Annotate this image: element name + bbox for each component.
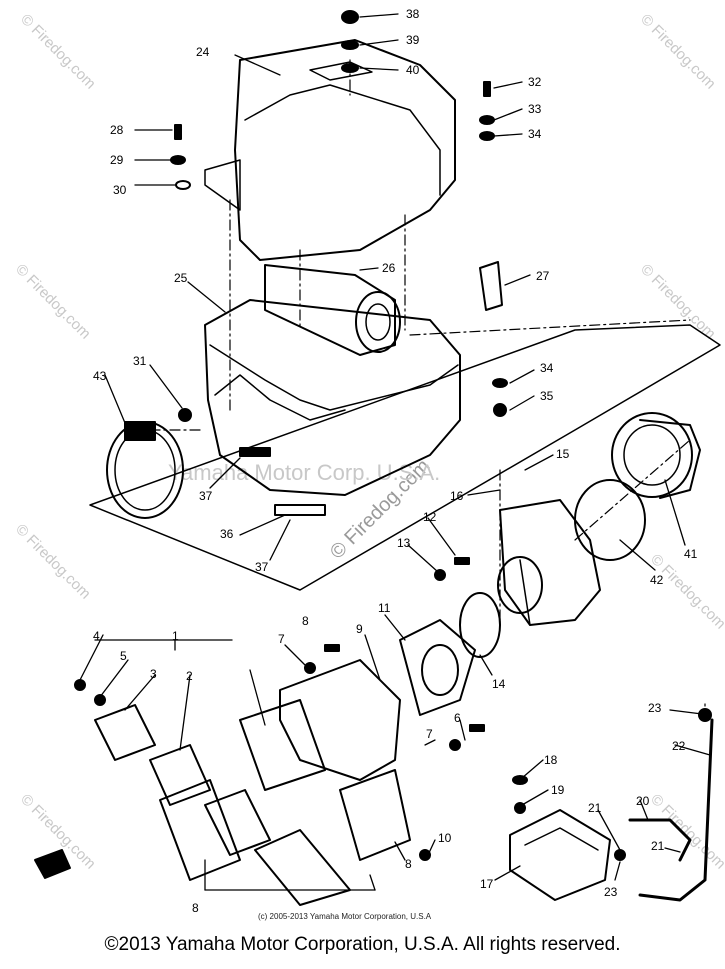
reed-3 xyxy=(94,704,156,761)
silencer-cover xyxy=(234,39,456,261)
callout-37b: 37 xyxy=(255,560,269,574)
fuel-hose-22 xyxy=(638,718,714,902)
callout-25: 25 xyxy=(174,271,188,285)
fuel-hose-20 xyxy=(628,818,692,862)
watermark: © Firedog.com xyxy=(12,521,94,603)
callout-42: 42 xyxy=(650,573,664,587)
gasket-8-lower-left xyxy=(159,779,241,881)
mounting-plane-outline xyxy=(89,324,721,591)
callout-23b: 23 xyxy=(604,885,618,899)
callout-18: 18 xyxy=(544,753,558,767)
callout-29: 29 xyxy=(110,153,124,167)
callout-21: 21 xyxy=(588,801,602,815)
callout-12: 12 xyxy=(423,510,437,524)
callout-15: 15 xyxy=(556,447,570,461)
joint-11 xyxy=(399,619,476,716)
watermark: © Firedog.com xyxy=(637,11,719,93)
watermark-brand: Yamaha Motor Corp. U.S.A. xyxy=(168,460,440,485)
air-filter-element xyxy=(264,264,401,356)
watermark: © Firedog.com xyxy=(637,261,719,343)
clamp-14 xyxy=(459,592,501,658)
callout-31: 31 xyxy=(133,354,147,368)
callout-38: 38 xyxy=(406,7,420,21)
callout-39: 39 xyxy=(406,33,420,47)
callout-32: 32 xyxy=(528,75,542,89)
callout-7: 7 xyxy=(278,632,285,646)
callout-27: 27 xyxy=(536,269,550,283)
callout-43: 43 xyxy=(93,369,107,383)
manifold-9 xyxy=(279,659,401,781)
callout-9: 9 xyxy=(356,622,363,636)
callout-26: 26 xyxy=(382,261,396,275)
assembly-lines xyxy=(129,59,706,721)
callout-6: 6 xyxy=(454,711,461,725)
reed-valve-assembly-1 xyxy=(204,789,271,856)
callout-2: 2 xyxy=(186,669,193,683)
footer-copyright: ©2013 Yamaha Motor Corporation, U.S.A. A… xyxy=(104,934,621,955)
callout-8-right: 8 xyxy=(405,857,412,871)
front-arrow-icon xyxy=(34,849,71,879)
callout-8-top: 8 xyxy=(302,614,309,628)
callout-24: 24 xyxy=(196,45,210,59)
watermark: © Firedog.com xyxy=(647,791,725,873)
callout-30: 30 xyxy=(113,183,127,197)
callout-11: 11 xyxy=(378,601,391,615)
callout-22: 22 xyxy=(672,739,686,753)
callout-7b: 7 xyxy=(426,727,433,741)
leader-lines xyxy=(79,13,711,891)
callout-19: 19 xyxy=(551,783,565,797)
callout-17: 17 xyxy=(480,877,494,891)
callout-37: 37 xyxy=(199,489,213,503)
callout-41: 41 xyxy=(684,547,698,561)
reed-stopper-2 xyxy=(149,744,211,806)
watermark: © Firedog.com xyxy=(17,11,99,93)
callout-labels: 38 39 40 24 32 33 34 28 29 30 26 27 25 3… xyxy=(93,7,698,915)
callout-13: 13 xyxy=(397,536,411,550)
band-42 xyxy=(574,479,646,561)
callout-8-bottom: 8 xyxy=(192,901,199,915)
watermark: © Firedog.com xyxy=(647,551,725,633)
gasket-8-upper xyxy=(239,699,326,791)
silencer-case xyxy=(204,299,461,496)
carburetor xyxy=(497,499,601,626)
watermarks: © Firedog.com © Firedog.com © Firedog.co… xyxy=(12,11,725,873)
callout-28: 28 xyxy=(110,123,124,137)
gasket-8-right xyxy=(339,769,411,861)
fuel-pump-17 xyxy=(509,809,611,901)
callout-34b: 34 xyxy=(540,361,554,375)
callout-20: 20 xyxy=(636,794,650,808)
callout-1: 1 xyxy=(172,629,179,643)
callout-35: 35 xyxy=(540,389,554,403)
callout-36: 36 xyxy=(220,527,234,541)
callout-33: 33 xyxy=(528,102,542,116)
intake-duct-41 xyxy=(611,412,701,499)
hose-clamp-43 xyxy=(106,421,184,519)
element-holder xyxy=(479,261,503,311)
callout-23: 23 xyxy=(648,701,662,715)
callout-3: 3 xyxy=(150,667,157,681)
callout-10: 10 xyxy=(438,831,452,845)
callout-34: 34 xyxy=(528,127,542,141)
callout-21b: 21 xyxy=(651,839,665,853)
watermark: © Firedog.com xyxy=(12,261,94,343)
callout-14: 14 xyxy=(492,677,506,691)
inner-copyright: (c) 2005-2013 Yamaha Motor Corporation, … xyxy=(258,912,432,921)
callout-4: 4 xyxy=(93,629,100,643)
callout-16: 16 xyxy=(450,489,464,503)
callout-5: 5 xyxy=(120,649,127,663)
callout-40: 40 xyxy=(406,63,420,77)
